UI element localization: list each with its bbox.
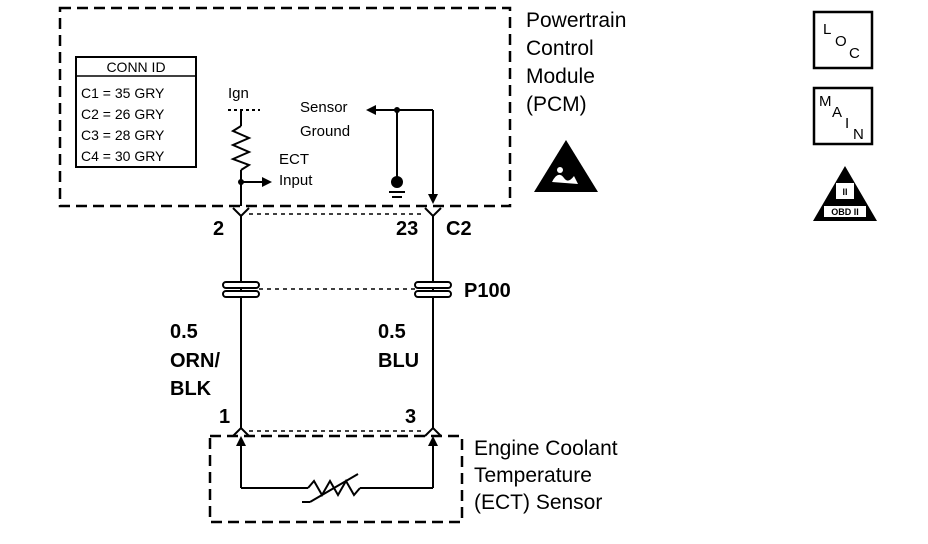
pin-label: 1	[219, 406, 230, 428]
pin-label: 23	[396, 218, 418, 240]
icon-letter: I	[845, 115, 849, 132]
sensor-ground: Sensor Ground	[300, 99, 438, 204]
inline-connector-p100: P100	[222, 280, 511, 302]
conn-id-row: C1 = 35 GRY	[81, 85, 165, 101]
icon-letter: N	[853, 126, 864, 143]
ect-input-label: Input	[279, 172, 313, 189]
connector-name: P100	[464, 280, 511, 302]
pcm-boundary	[58, 6, 512, 208]
pcm-title: Powertrain Control Module (PCM)	[526, 9, 626, 116]
sensor-ground-label: Ground	[300, 123, 350, 140]
conn-id-row: C4 = 30 GRY	[81, 148, 165, 164]
wire-color: BLU	[378, 350, 419, 372]
pcm-title-line: (PCM)	[526, 93, 587, 116]
pin-label: 3	[405, 406, 416, 428]
ect-sensor-boundary	[208, 434, 464, 524]
conn-id-title: CONN ID	[106, 59, 165, 75]
sensor-title-line: Temperature	[474, 464, 592, 487]
sensor-ground-label: Sensor	[300, 99, 348, 116]
wire-left-label: 0.5 ORN/ BLK	[170, 321, 220, 400]
obd-label: OBD II	[831, 207, 859, 217]
wire-gauge: 0.5	[378, 321, 406, 343]
icon-letter: A	[832, 104, 842, 121]
pin-label: 2	[213, 218, 224, 240]
pcm-title-line: Powertrain	[526, 9, 626, 32]
main-icon: M A I N	[812, 86, 874, 146]
sensor-title-line: (ECT) Sensor	[474, 491, 602, 514]
connector-label: C2	[446, 218, 472, 240]
conn-id-row: C3 = 28 GRY	[81, 127, 165, 143]
conn-id-row: C2 = 26 GRY	[81, 106, 165, 122]
obd-numeral: II	[842, 187, 847, 197]
wire-gauge: 0.5	[170, 321, 198, 343]
obd-ii-icon: II OBD II	[813, 166, 877, 221]
wire-color: BLK	[170, 378, 212, 400]
pcm-title-line: Control	[526, 37, 594, 60]
wire-right-label: 0.5 BLU	[378, 321, 419, 372]
loc-icon: L O C	[812, 10, 874, 70]
pcm-title-line: Module	[526, 65, 595, 88]
wire-color: ORN/	[170, 350, 220, 372]
icon-letter: C	[849, 45, 860, 62]
ect-sensor-title: Engine Coolant Temperature (ECT) Sensor	[474, 437, 618, 514]
thermistor-icon	[240, 446, 434, 503]
icon-letter: M	[819, 93, 832, 110]
conn-id-box: CONN ID C1 = 35 GRY C2 = 26 GRY C3 = 28 …	[75, 56, 197, 168]
ign-pullup-resistor: Ign ECT Input	[228, 85, 313, 206]
sensor-title-line: Engine Coolant	[474, 437, 618, 460]
esd-warning-icon	[534, 140, 598, 192]
icon-letter: L	[823, 21, 831, 38]
ect-input-label: ECT	[279, 151, 309, 168]
icon-letter: O	[835, 33, 847, 50]
ign-label: Ign	[228, 85, 249, 102]
sensor-connector: 1 3	[219, 406, 442, 446]
